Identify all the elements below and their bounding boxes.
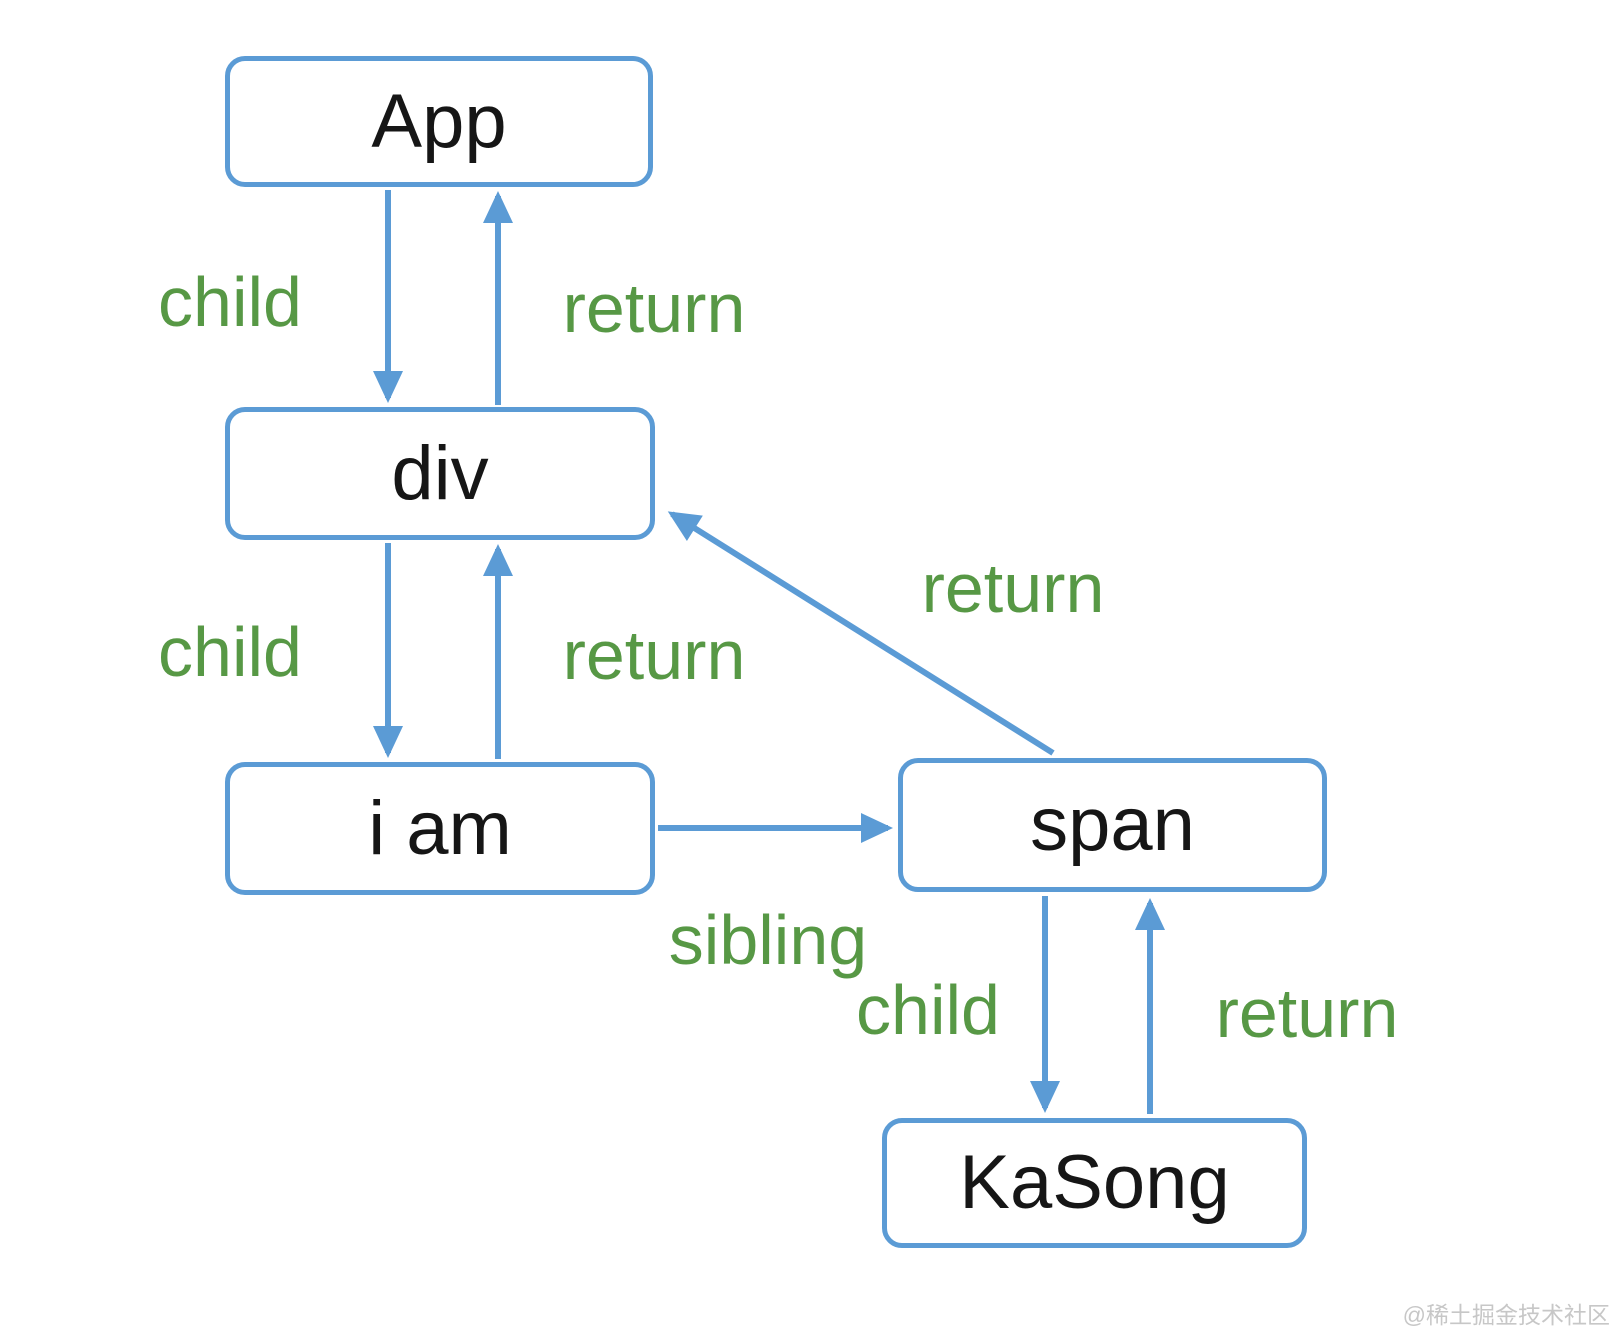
edge-label-div-app-return: return xyxy=(562,269,746,347)
edge-label-iam-div-return: return xyxy=(562,616,746,694)
edge-label-span-div-return: return xyxy=(921,549,1105,627)
node-iam-label: i am xyxy=(368,785,512,871)
node-kasong-label: KaSong xyxy=(959,1140,1230,1225)
node-app-label: App xyxy=(371,78,507,164)
node-iam: i am xyxy=(225,762,655,895)
edge-label-div-iam-child: child xyxy=(158,613,302,691)
watermark: @稀土掘金技术社区 xyxy=(1402,1302,1610,1328)
arrow-span-to-div-return xyxy=(667,511,1055,756)
edge-label-kasong-span-return: return xyxy=(1215,974,1399,1052)
node-span-label: span xyxy=(1030,782,1195,867)
node-kasong: KaSong xyxy=(882,1118,1307,1248)
node-div-label: div xyxy=(391,430,489,516)
node-app: App xyxy=(225,56,653,187)
edge-label-span-kasong-child: child xyxy=(856,971,1000,1049)
edge-label-app-div-child: child xyxy=(158,263,302,341)
edge-label-iam-span-sibling: sibling xyxy=(668,901,868,979)
node-span: span xyxy=(898,758,1327,892)
node-div: div xyxy=(225,407,655,540)
